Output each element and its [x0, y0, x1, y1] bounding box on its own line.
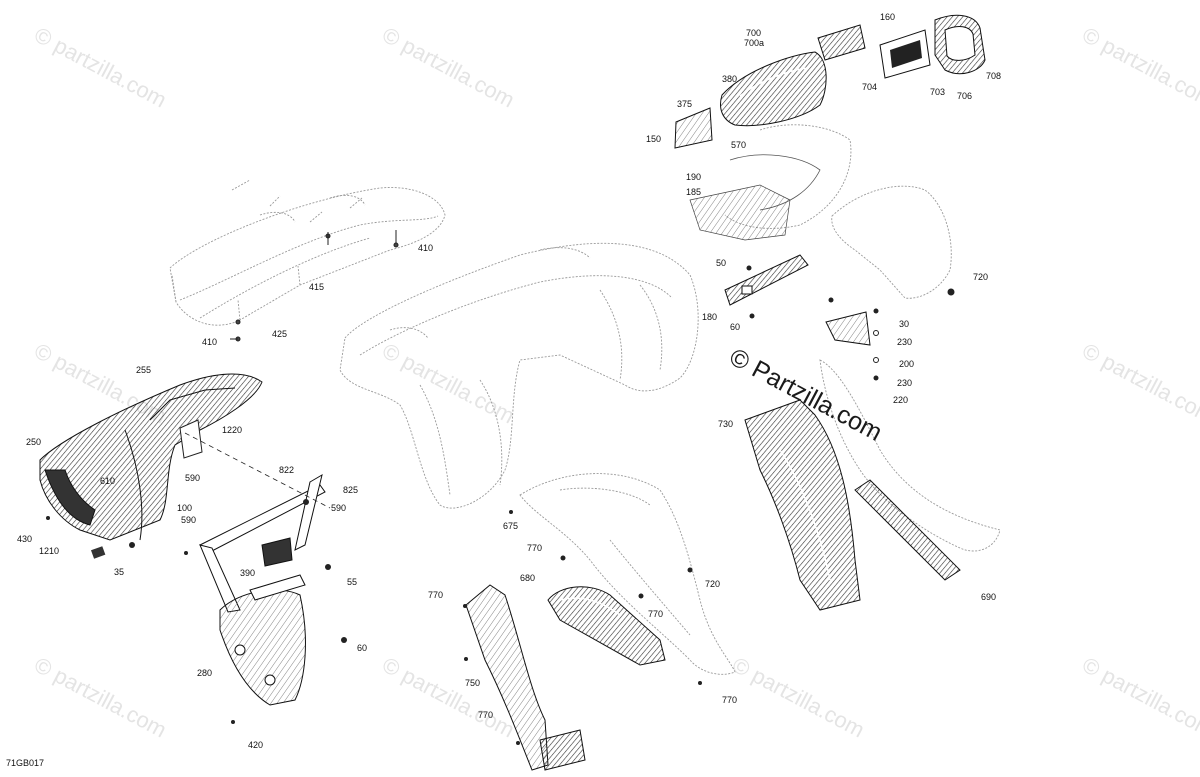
callout-label: 770 — [648, 609, 664, 619]
callout-label: 185 — [686, 187, 702, 197]
main-body-outline — [339, 242, 699, 509]
front-bracket — [184, 473, 347, 724]
diagram-code: 71GB017 — [6, 758, 45, 768]
callout-label: 190 — [686, 172, 702, 182]
callout-label: 150 — [646, 134, 662, 144]
callout-label: 700 — [746, 28, 762, 38]
callout-label: 730 — [718, 419, 734, 429]
callout-label: 100 — [177, 503, 193, 513]
callout-label: 60 — [730, 322, 741, 332]
rear-fender-outline — [724, 124, 1001, 552]
callout-label: 720 — [705, 579, 721, 589]
callout-label: 770 — [428, 590, 444, 600]
callout-label: 703 — [930, 87, 946, 97]
callout-label: 200 — [899, 359, 915, 369]
callout-label: 390 — [240, 568, 256, 578]
lower-panel-750 — [463, 584, 586, 771]
callout-label: 706 — [957, 91, 973, 101]
callout-label: 704 — [862, 82, 878, 92]
dash-cluster — [674, 14, 986, 149]
front-fascia — [39, 373, 263, 559]
callout-label: 708 — [986, 71, 1002, 81]
panel-680 — [509, 510, 702, 685]
callout-label: 30 — [899, 319, 910, 329]
callout-label: 590 — [185, 473, 201, 483]
wiring-harness — [689, 154, 821, 241]
callout-label: 55 — [347, 577, 358, 587]
callout-label: 375 — [677, 99, 693, 109]
mount-bracket-200 — [825, 288, 955, 381]
callout-label: 680 — [520, 573, 536, 583]
front-rack-bolts — [230, 230, 399, 342]
callout-label: 770 — [722, 695, 738, 705]
callout-label: 50 — [716, 258, 727, 268]
callout-label: 410 — [418, 243, 434, 253]
callout-label: 280 — [197, 668, 213, 678]
side-panel-730 — [744, 399, 961, 611]
callout-label: 1210 — [39, 546, 60, 556]
callout-label: 415 — [309, 282, 325, 292]
callout-label: 720 — [973, 272, 989, 282]
callout-label: 825 — [343, 485, 359, 495]
callout-label: 590 — [181, 515, 197, 525]
callout-label: 160 — [880, 12, 896, 22]
callout-label: 822 — [279, 465, 295, 475]
callout-label: 610 — [100, 476, 116, 486]
callout-label: 180 — [702, 312, 718, 322]
callout-label: 380 — [722, 74, 738, 84]
callout-label: 35 — [114, 567, 125, 577]
callout-label: 700a — [744, 38, 765, 48]
callout-label: 750 — [465, 678, 481, 688]
callout-label: 230 — [897, 378, 913, 388]
callout-label: 675 — [503, 521, 519, 531]
callout-label: 430 — [17, 534, 33, 544]
mount-bracket-180 — [724, 254, 809, 319]
callout-label: 250 — [26, 437, 42, 447]
callout-label: 60 — [357, 643, 368, 653]
callout-label: 770 — [527, 543, 543, 553]
side-panel-outline — [519, 473, 736, 675]
front-rack-outline — [169, 179, 446, 326]
callout-label: 770 — [478, 710, 494, 720]
callout-label: 230 — [897, 337, 913, 347]
callout-label: 690 — [981, 592, 997, 602]
callout-label: 1220 — [222, 425, 243, 435]
callout-label: 220 — [893, 395, 909, 405]
callout-label: 425 — [272, 329, 288, 339]
callout-label: 410 — [202, 337, 218, 347]
callout-label: 590 — [331, 503, 347, 513]
leader-line — [184, 432, 331, 509]
callout-label: 420 — [248, 740, 264, 750]
callout-label: 255 — [136, 365, 152, 375]
callout-label: 570 — [731, 140, 747, 150]
